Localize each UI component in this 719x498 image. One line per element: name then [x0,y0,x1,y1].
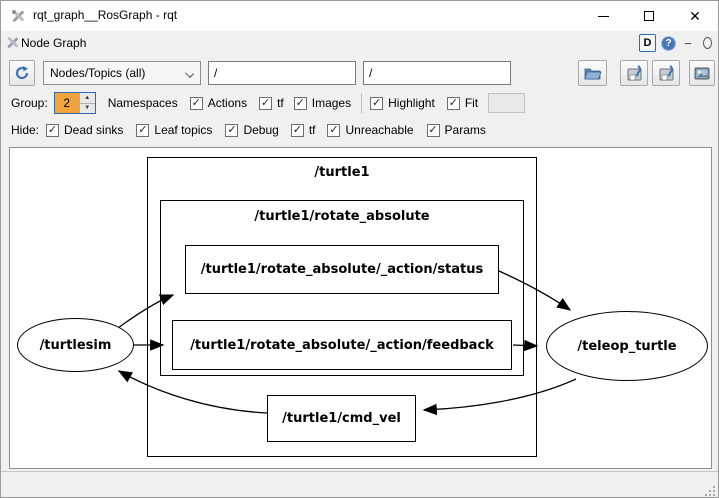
spinner-arrows[interactable]: ▲ ▼ [78,93,95,113]
fit-in-view-button[interactable] [488,93,526,113]
checkbox-check-icon: ✓ [446,96,460,110]
graph-edges [117,270,577,416]
checkbox-fit[interactable]: ✓ Fit [446,96,479,110]
graph-toolbar: Nodes/Topics (all) [1,58,718,88]
refresh-button[interactable] [9,60,35,86]
checkbox-images[interactable]: ✓ Images [293,96,352,110]
resize-grip-icon[interactable] [702,483,715,496]
float-icon [702,37,712,49]
save-dot-button[interactable] [620,60,648,86]
checkbox-check-icon: ✓ [46,123,60,137]
plugin-header: Node Graph D ? − [1,31,718,55]
rqt-wrench-icon [12,10,24,22]
cluster-turtle1[interactable]: /turtle1 [147,157,537,457]
checkbox-check-icon: ✓ [327,123,341,137]
checkbox-tf-hide[interactable]: ✓ tf [290,123,316,137]
node-graph-view[interactable]: /turtle1 /turtle1/rotate_absolute [9,147,712,469]
checkbox-check-icon: ✓ [225,123,239,137]
edge-feedback-to-teleop [512,339,539,352]
toolbar-separator [361,93,363,113]
checkbox-dead-sinks[interactable]: ✓ Dead sinks [46,123,124,137]
chevron-down-icon [185,69,194,78]
minimize-icon [597,15,609,17]
edge-turtlesim-to-status [117,294,175,329]
maximize-icon [644,11,654,21]
checkbox-tf-group[interactable]: ✓ tf [259,96,284,110]
filter-mode-value: Nodes/Topics (all) [50,66,146,80]
checkbox-check-icon: ✓ [290,123,304,137]
checkbox-check-icon: ✓ [426,123,440,137]
group-depth-spinner[interactable]: 2 ▲ ▼ [53,92,96,114]
node-filter-input[interactable] [208,61,356,85]
plugin-float-button[interactable] [700,35,714,51]
cluster-turtle1-label: /turtle1 [314,165,370,180]
help-button[interactable]: ? [661,35,676,51]
filter-mode-select[interactable]: Nodes/Topics (all) [43,61,201,85]
save-image-button[interactable] [689,60,715,86]
checkbox-unreachable[interactable]: ✓ Unreachable [327,123,414,137]
maximize-button[interactable] [626,1,672,31]
group-options-row: Group: 2 ▲ ▼ Namespaces ✓ Actions ✓ tf ✓… [1,90,718,116]
spin-up-icon[interactable]: ▲ [79,93,95,104]
node-turtlesim[interactable]: /turtlesim [17,318,134,372]
namespaces-label: Namespaces [107,96,178,110]
graph-canvas: /turtle1 /turtle1/rotate_absolute [10,148,711,468]
close-button[interactable]: ✕ [672,1,718,31]
cluster-rotate-absolute[interactable]: /turtle1/rotate_absolute [160,200,524,376]
window-title: rqt_graph__RosGraph - rqt [33,8,178,22]
node-graph-wrench-icon [7,36,19,49]
edge-cmdvel-to-turtlesim [117,370,268,414]
checkbox-params[interactable]: ✓ Params [426,123,486,137]
minimize-button[interactable] [580,1,626,31]
checkbox-actions[interactable]: ✓ Actions [189,96,248,110]
node-teleop-turtle[interactable]: /teleop_turtle [546,311,708,381]
checkbox-check-icon: ✓ [293,96,307,110]
status-bar [1,471,718,497]
checkbox-highlight[interactable]: ✓ Highlight [370,96,435,110]
plugin-minimize-button[interactable]: − [684,35,692,51]
save-svg-button[interactable] [652,60,680,86]
cluster-rotate-absolute-label: /turtle1/rotate_absolute [254,209,430,224]
group-label: Group: [11,96,48,110]
plugin-title: Node Graph [21,36,87,50]
topic-cmd-vel[interactable]: /turtle1/cmd_vel [267,395,416,442]
topic-feedback[interactable]: /turtle1/rotate_absolute/_action/feedbac… [172,320,512,370]
checkbox-check-icon: ✓ [189,96,203,110]
edge-teleop-to-cmdvel [422,378,577,416]
checkbox-debug[interactable]: ✓ Debug [225,123,279,137]
image-icon [694,67,710,79]
edge-status-to-teleop [498,270,572,311]
checkbox-check-icon: ✓ [370,96,384,110]
save-icon [659,65,673,81]
load-dot-button[interactable] [578,60,607,86]
dock-button[interactable]: D [639,34,656,52]
spin-down-icon[interactable]: ▼ [79,103,95,113]
group-depth-value: 2 [54,93,79,113]
hide-options-row: Hide: ✓ Dead sinks ✓ Leaf topics ✓ Debug… [1,117,718,143]
checkbox-check-icon: ✓ [136,123,150,137]
hide-label: Hide: [11,123,40,137]
checkbox-check-icon: ✓ [259,96,273,110]
checkbox-leaf-topics[interactable]: ✓ Leaf topics [136,123,213,137]
title-bar[interactable]: rqt_graph__RosGraph - rqt ✕ [1,1,718,31]
topic-status[interactable]: /turtle1/rotate_absolute/_action/status [185,245,499,294]
folder-open-icon [583,68,602,79]
save-icon [627,65,641,81]
close-icon: ✕ [689,7,701,24]
refresh-icon [15,66,29,80]
topic-filter-input[interactable] [363,61,511,85]
